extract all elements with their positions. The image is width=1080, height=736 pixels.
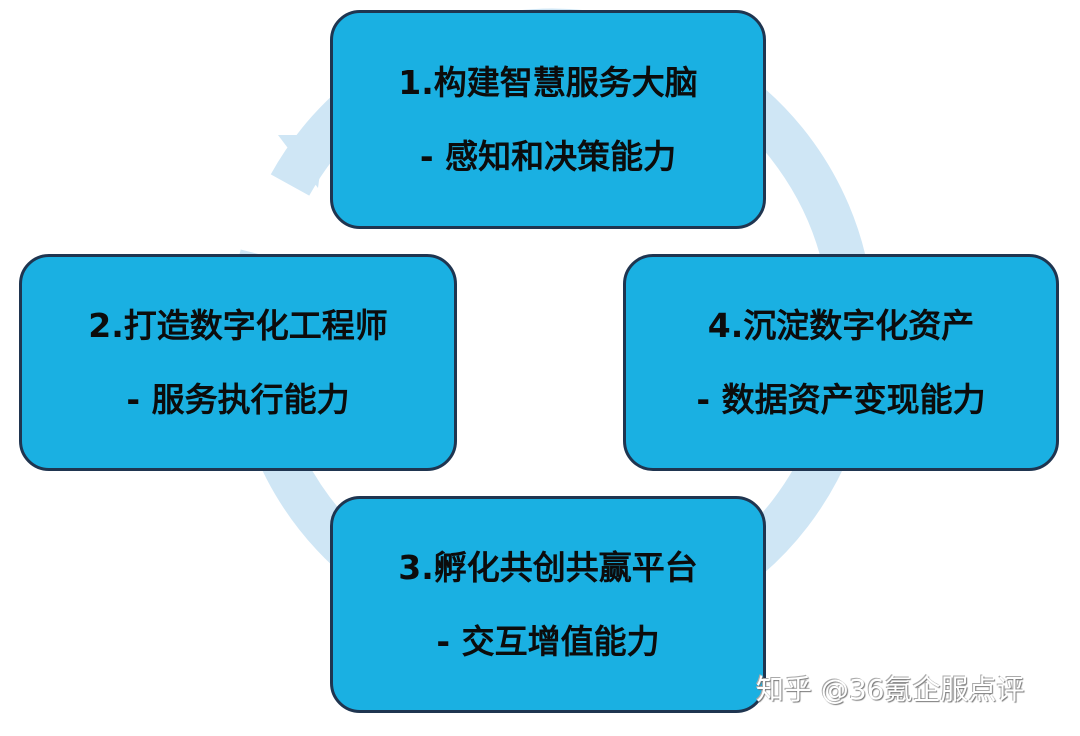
step-3-box: 3.孵化共创共赢平台 - 交互增值能力: [330, 496, 766, 713]
watermark: 知乎 @36氪企服点评: [756, 673, 1025, 706]
step-2-title: 2.打造数字化工程师: [88, 305, 388, 345]
step-1-subtitle: - 感知和决策能力: [419, 136, 677, 176]
step-4-box: 4.沉淀数字化资产 - 数据资产变现能力: [623, 254, 1059, 471]
step-2-subtitle: - 服务执行能力: [126, 379, 350, 419]
step-3-subtitle: - 交互增值能力: [436, 621, 660, 661]
step-3-title: 3.孵化共创共赢平台: [398, 547, 698, 587]
step-2-box: 2.打造数字化工程师 - 服务执行能力: [19, 254, 457, 471]
step-1-box: 1.构建智慧服务大脑 - 感知和决策能力: [330, 10, 766, 229]
step-4-title: 4.沉淀数字化资产: [707, 305, 975, 345]
step-4-subtitle: - 数据资产变现能力: [696, 379, 986, 419]
step-1-title: 1.构建智慧服务大脑: [398, 62, 698, 102]
